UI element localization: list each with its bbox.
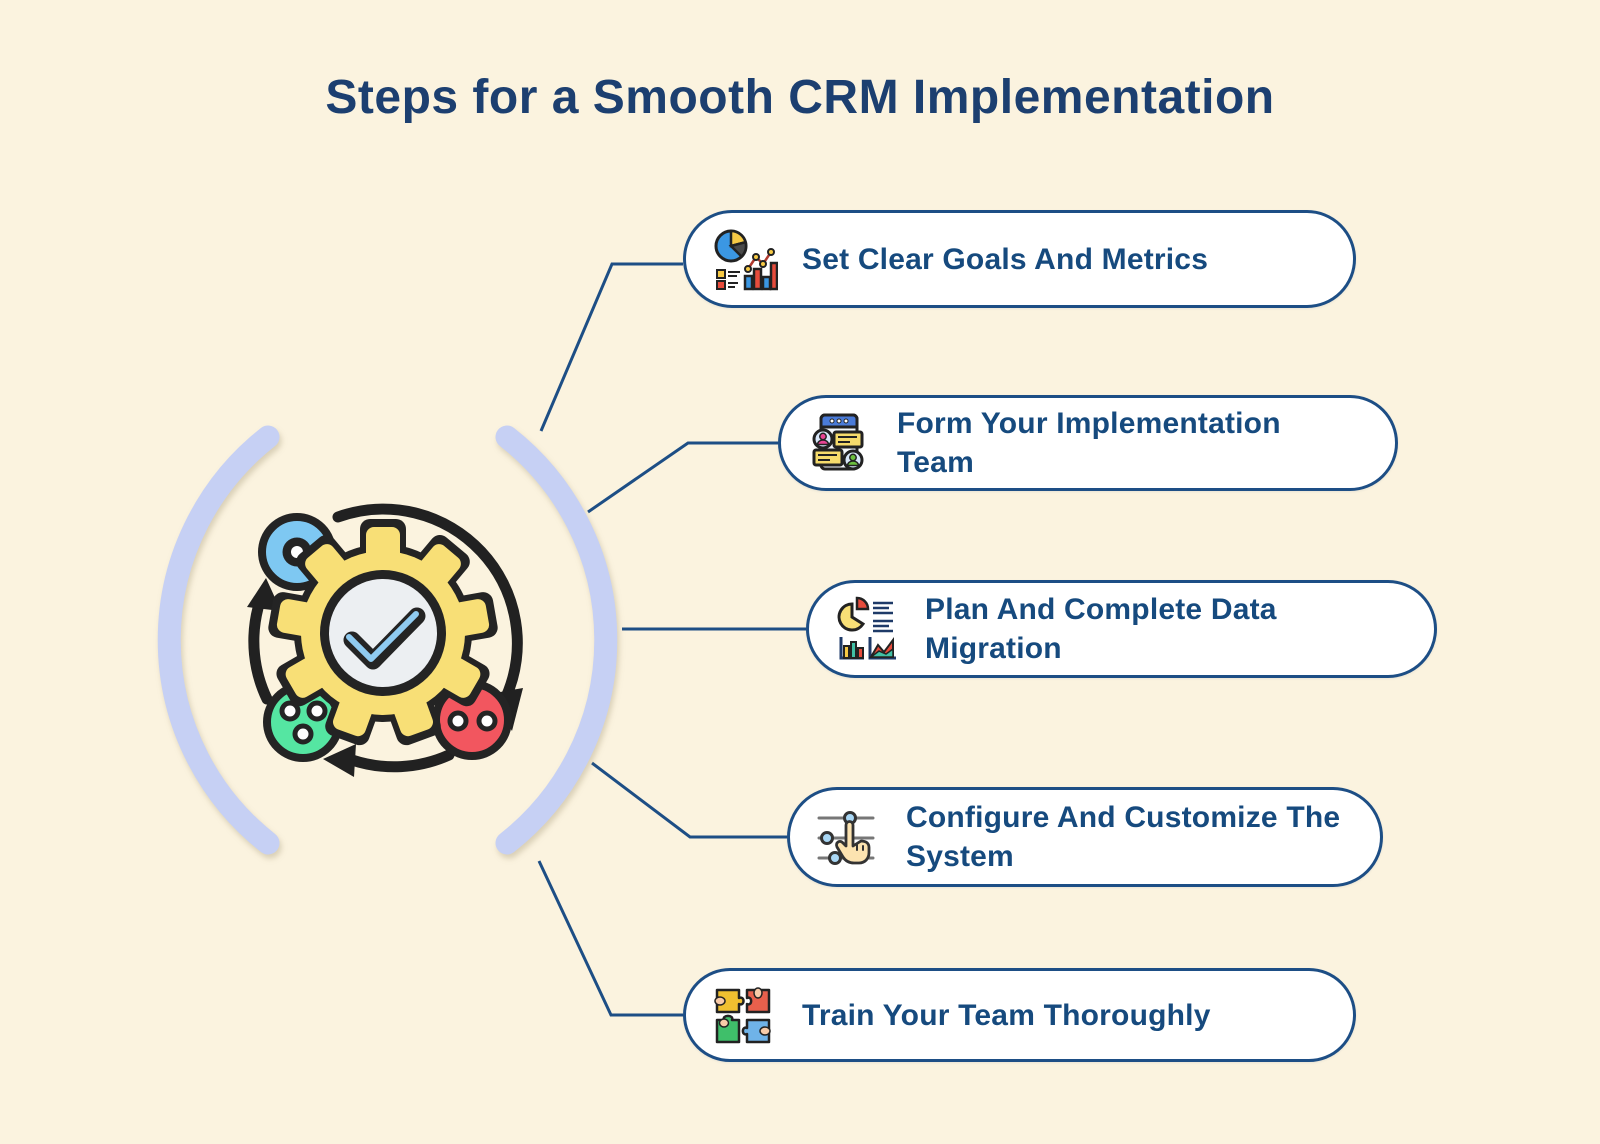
connector-step-2 bbox=[587, 441, 778, 514]
step-box-form-team: Form Your Implementation Team bbox=[778, 395, 1398, 491]
step-label: Plan And Complete Data Migration bbox=[925, 593, 1277, 665]
team-icon bbox=[812, 413, 864, 471]
step-label: Form Your Implementation Team bbox=[897, 407, 1281, 479]
step-box-data-migration: Plan And Complete Data Migration bbox=[806, 580, 1437, 678]
connector-step-4 bbox=[591, 761, 787, 839]
step-box-train-team: Train Your Team Thoroughly bbox=[683, 968, 1356, 1062]
connector-step-5 bbox=[537, 860, 683, 1017]
step-label: Train Your Team Thoroughly bbox=[802, 998, 1211, 1032]
left-bracket bbox=[157, 425, 280, 855]
step-box-configure: Configure And Customize The System bbox=[787, 787, 1383, 887]
connector-step-1 bbox=[539, 262, 683, 432]
analytics-icon bbox=[714, 229, 778, 291]
process-cycle-illustration bbox=[247, 503, 523, 777]
connector-lines bbox=[537, 262, 806, 1017]
gear-check-icon bbox=[268, 519, 498, 746]
right-bracket bbox=[495, 425, 618, 855]
cycle-arrows-icon bbox=[248, 503, 523, 773]
step-box-set-goals: Set Clear Goals And Metrics bbox=[683, 210, 1356, 308]
step-label: Set Clear Goals And Metrics bbox=[802, 242, 1209, 276]
page-title: Steps for a Smooth CRM Implementation bbox=[325, 71, 1275, 124]
training-puzzle-icon bbox=[714, 987, 771, 1044]
configure-icon bbox=[817, 811, 875, 865]
data-migration-icon bbox=[837, 596, 896, 660]
step-label: Configure And Customize The System bbox=[906, 801, 1341, 873]
